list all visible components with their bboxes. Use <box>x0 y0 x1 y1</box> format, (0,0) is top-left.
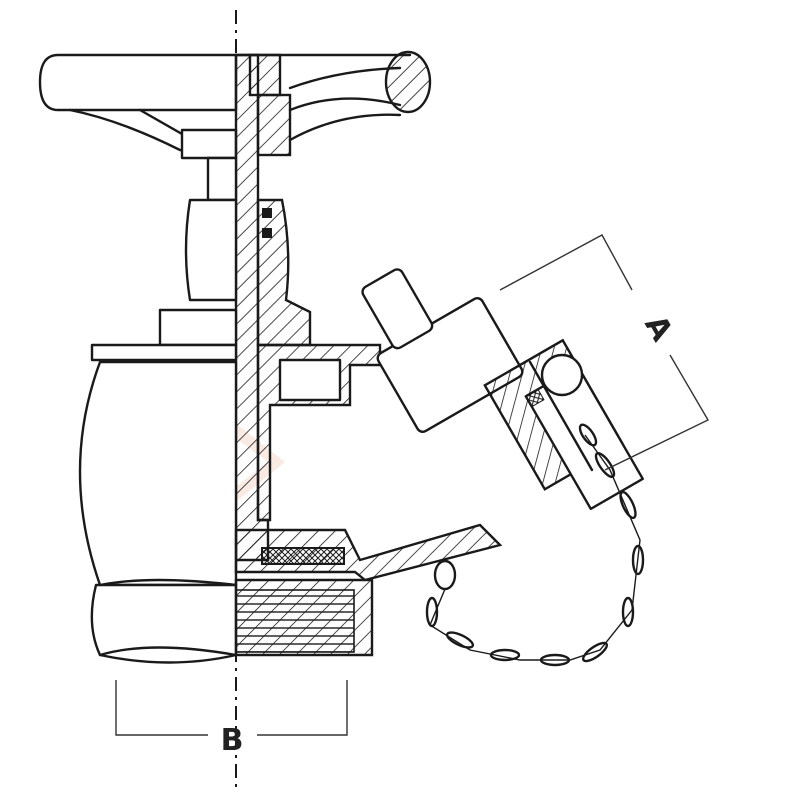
outlet-branch <box>234 523 503 582</box>
dimension-b: B <box>115 680 348 758</box>
valve-body <box>78 343 382 664</box>
inlet-thread <box>234 578 374 657</box>
dimension-label-b: B <box>221 723 244 758</box>
chain <box>425 423 645 667</box>
dimension-label-a: A <box>637 309 679 347</box>
handwheel <box>38 50 432 160</box>
blanking-cap <box>361 268 644 511</box>
bonnet <box>158 156 312 347</box>
